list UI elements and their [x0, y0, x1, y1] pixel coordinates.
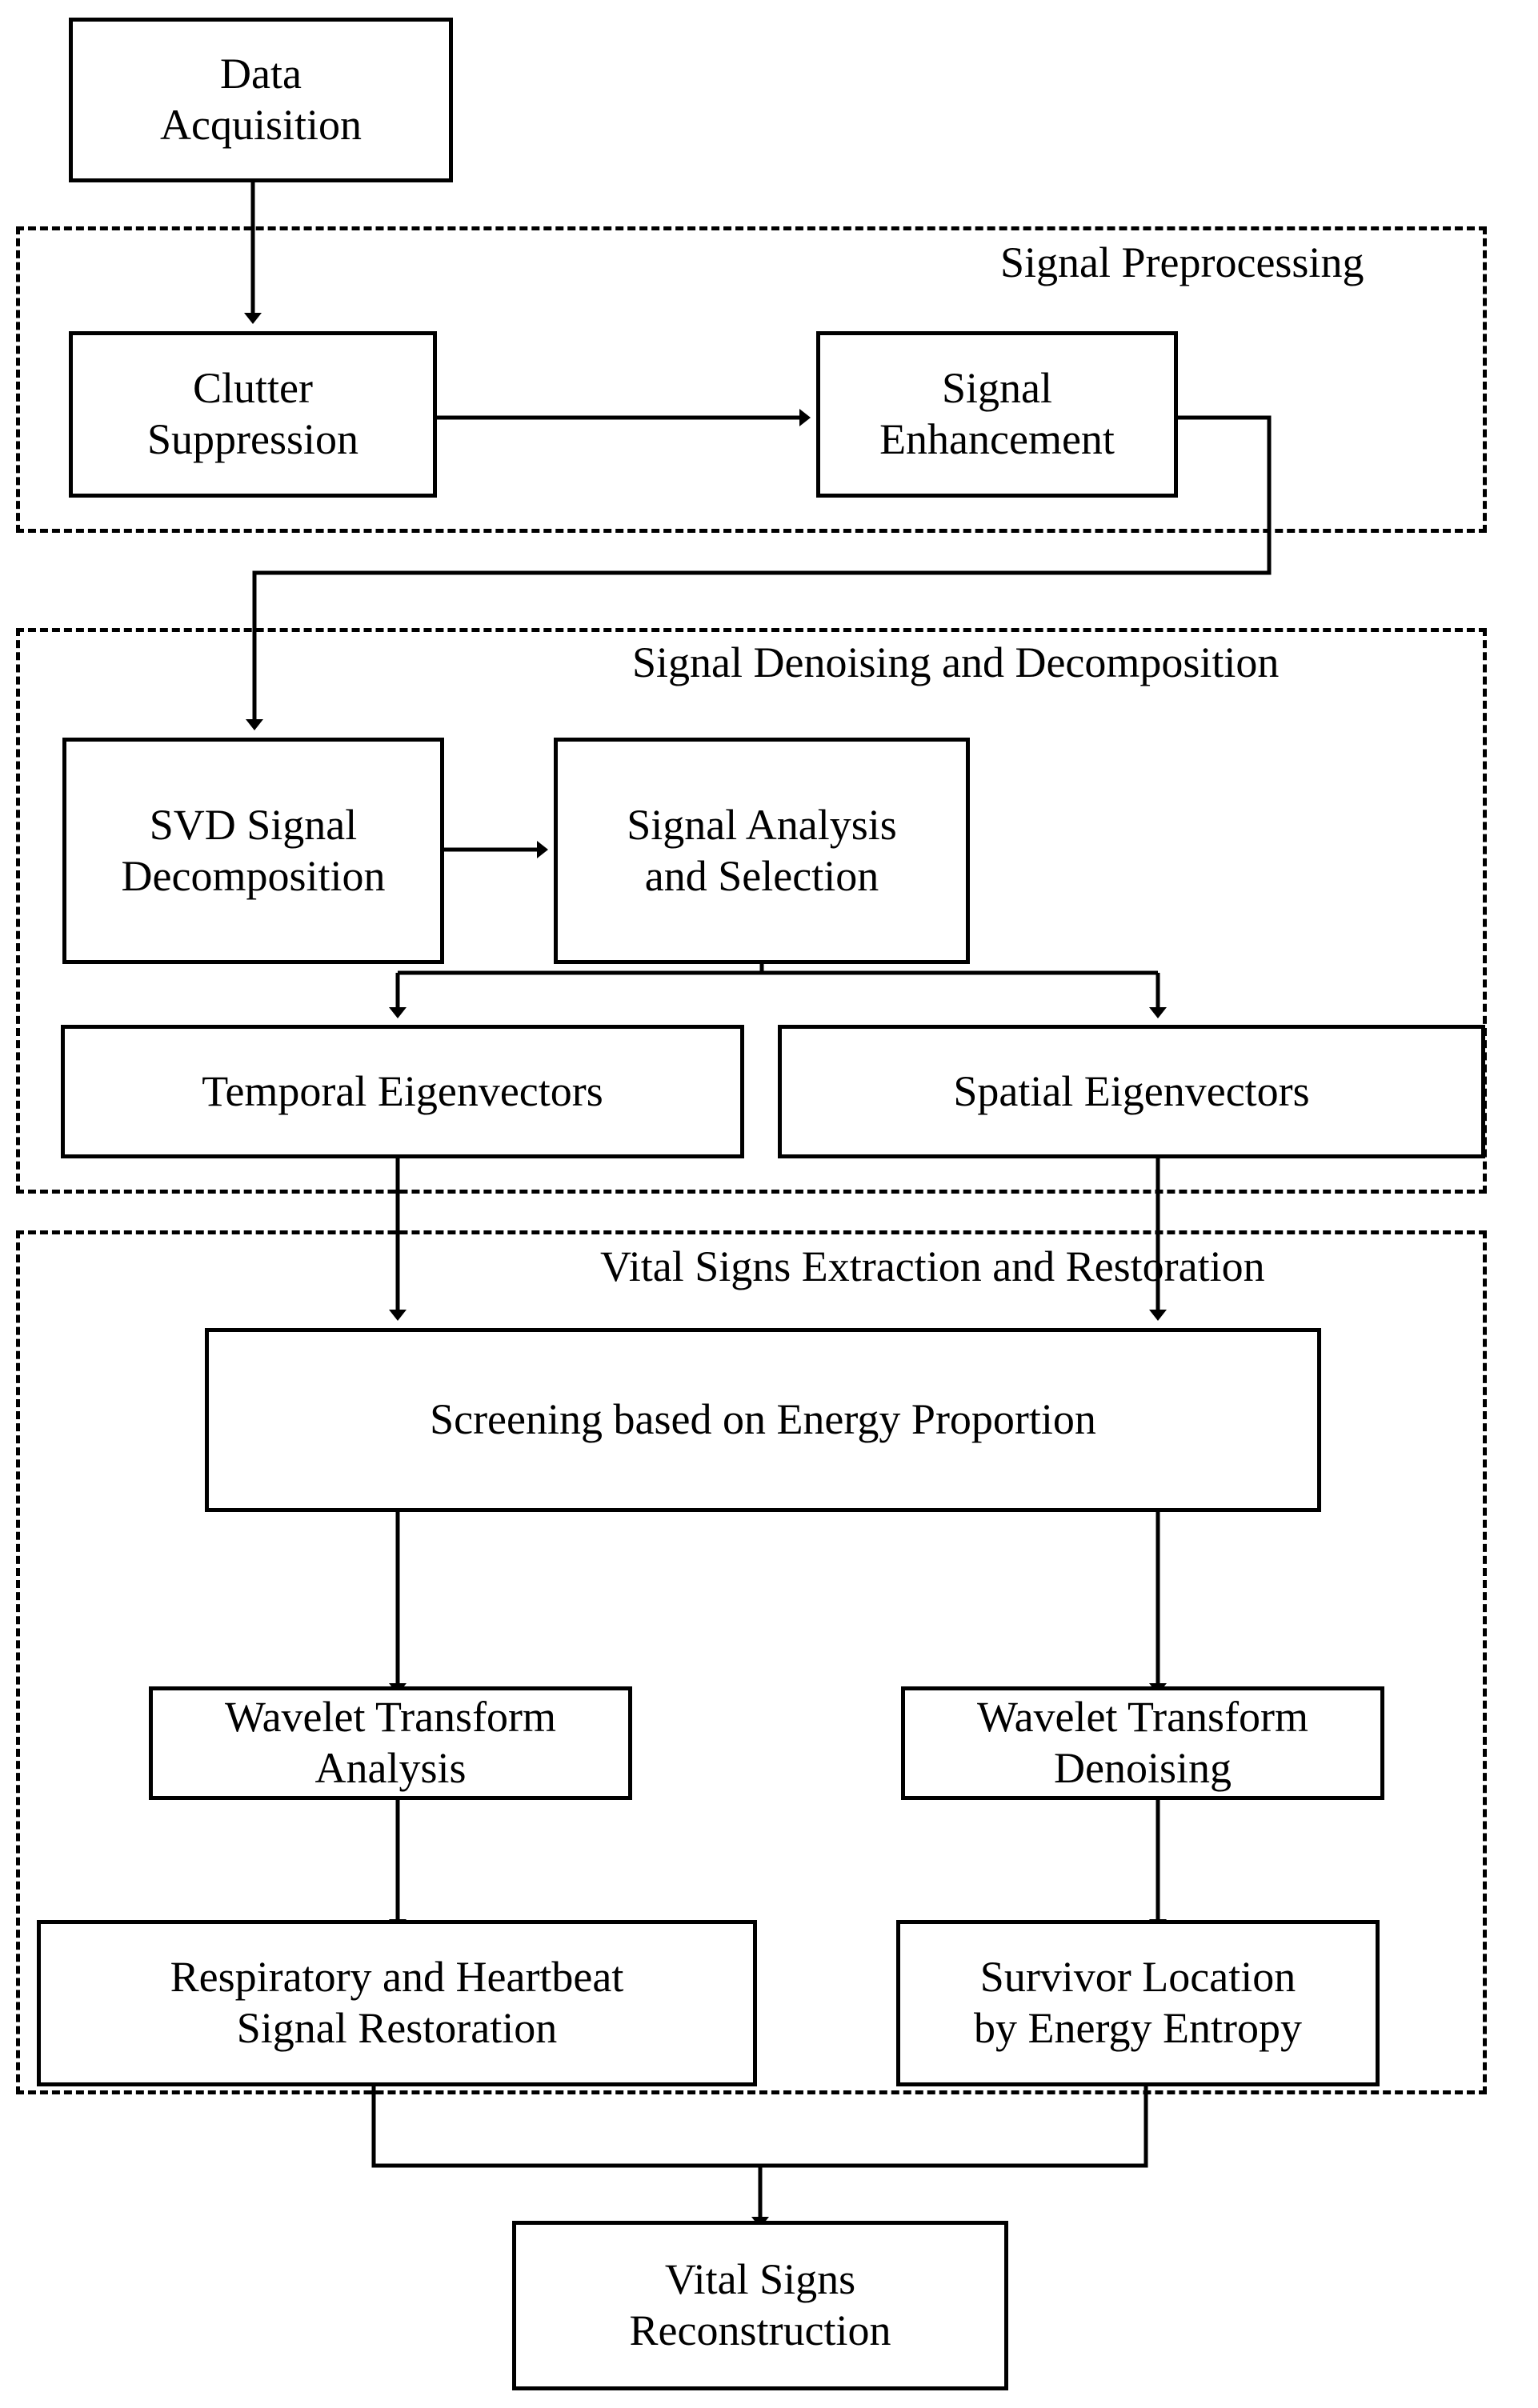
group-label-signal-denoising-decomposition: Signal Denoising and Decomposition — [632, 638, 1280, 686]
node-data-acquisition-line2: Acquisition — [160, 101, 362, 149]
edge-merge-bar-to-reconstruction — [371, 2086, 1148, 2168]
node-survivor-location-by-energy-entropy-line2: by Energy Entropy — [974, 2004, 1302, 2052]
node-data-acquisition-line1: Data — [220, 50, 302, 98]
node-vital-signs-reconstruction[interactable]: Vital Signs Reconstruction — [512, 2221, 1008, 2390]
node-vital-signs-reconstruction-line1: Vital Signs — [664, 2255, 856, 2304]
node-survivor-location-by-energy-entropy[interactable]: Survivor Location by Energy Entropy — [896, 1920, 1380, 2086]
node-spatial-eigenvectors[interactable]: Spatial Eigenvectors — [778, 1025, 1485, 1158]
node-signal-analysis-and-selection-line2: and Selection — [644, 851, 879, 900]
node-wavelet-transform-analysis-line2: Analysis — [314, 1744, 467, 1792]
node-signal-analysis-and-selection-line1: Signal Analysis — [627, 800, 897, 849]
group-signal-preprocessing — [16, 226, 1487, 533]
node-data-acquisition[interactable]: Data Acquisition — [69, 18, 453, 182]
node-clutter-suppression-line1: Clutter — [193, 364, 313, 413]
node-wavelet-transform-analysis-line1: Wavelet Transform — [224, 1693, 557, 1742]
node-wavelet-transform-denoising[interactable]: Wavelet Transform Denoising — [901, 1686, 1384, 1800]
node-svd-signal-decomposition-line2: Decomposition — [121, 851, 386, 900]
node-survivor-location-by-energy-entropy-line1: Survivor Location — [979, 1953, 1296, 2002]
node-wavelet-transform-analysis[interactable]: Wavelet Transform Analysis — [149, 1686, 632, 1800]
node-respiratory-heartbeat-signal-restoration-line1: Respiratory and Heartbeat — [170, 1953, 624, 2002]
group-label-signal-preprocessing: Signal Preprocessing — [1000, 238, 1364, 286]
node-signal-enhancement-line2: Enhancement — [879, 415, 1115, 463]
node-spatial-eigenvectors-line1: Spatial Eigenvectors — [953, 1066, 1310, 1115]
node-svd-signal-decomposition[interactable]: SVD Signal Decomposition — [62, 738, 444, 964]
node-screening-based-on-energy-proportion[interactable]: Screening based on Energy Proportion — [205, 1328, 1321, 1512]
node-clutter-suppression[interactable]: Clutter Suppression — [69, 331, 437, 498]
node-temporal-eigenvectors-line1: Temporal Eigenvectors — [202, 1066, 603, 1115]
node-respiratory-heartbeat-signal-restoration[interactable]: Respiratory and Heartbeat Signal Restora… — [37, 1920, 757, 2086]
node-wavelet-transform-denoising-line1: Wavelet Transform — [976, 1693, 1309, 1742]
node-clutter-suppression-line2: Suppression — [146, 415, 358, 463]
node-screening-based-on-energy-proportion-line1: Screening based on Energy Proportion — [430, 1395, 1096, 1444]
node-temporal-eigenvectors[interactable]: Temporal Eigenvectors — [61, 1025, 744, 1158]
node-signal-enhancement-line1: Signal — [941, 364, 1052, 413]
node-svd-signal-decomposition-line1: SVD Signal — [149, 800, 358, 849]
node-vital-signs-reconstruction-line2: Reconstruction — [629, 2306, 891, 2354]
node-respiratory-heartbeat-signal-restoration-line2: Signal Restoration — [236, 2004, 558, 2052]
group-label-vital-signs-extraction-restoration: Vital Signs Extraction and Restoration — [600, 1242, 1265, 1290]
node-signal-analysis-and-selection[interactable]: Signal Analysis and Selection — [554, 738, 970, 964]
node-wavelet-transform-denoising-line2: Denoising — [1053, 1744, 1232, 1792]
node-signal-enhancement[interactable]: Signal Enhancement — [816, 331, 1178, 498]
